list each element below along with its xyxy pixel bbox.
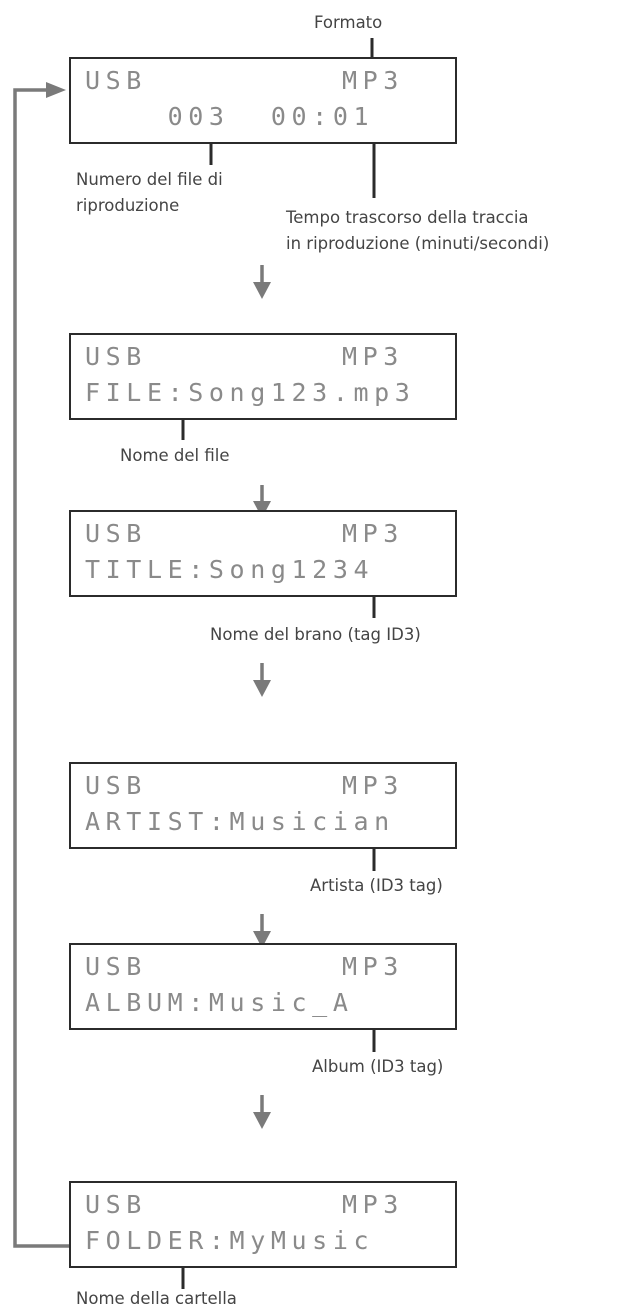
lcd-source: USB bbox=[85, 952, 147, 981]
artist-label: Artista (ID3 tag) bbox=[310, 876, 443, 895]
lcd-display-playback: USB MP3 003 00:01 bbox=[69, 57, 457, 144]
lcd-display-file: USB MP3 FILE:Song123.mp3 bbox=[69, 333, 457, 420]
file-name-label: Nome del file bbox=[120, 446, 230, 465]
lcd-display-artist: USB MP3 ARTIST:Musician bbox=[69, 762, 457, 849]
lcd-line2: FILE:Song123.mp3 bbox=[85, 378, 416, 407]
lcd-format: MP3 bbox=[342, 342, 404, 371]
album-label: Album (ID3 tag) bbox=[312, 1057, 444, 1076]
down-arrow-1 bbox=[253, 265, 271, 299]
lcd-source: USB bbox=[85, 519, 147, 548]
down-arrow-3 bbox=[253, 663, 271, 697]
lcd-display-folder: USB MP3 FOLDER:MyMusic bbox=[69, 1181, 457, 1268]
lcd-source: USB bbox=[85, 342, 147, 371]
lcd-line2: ALBUM:Music_A bbox=[85, 988, 354, 1017]
loop-back-arrowhead bbox=[46, 82, 66, 98]
file-number-label: Numero del file di bbox=[76, 170, 223, 189]
down-arrow-5 bbox=[253, 1095, 271, 1129]
down-arrow-2 bbox=[253, 485, 271, 518]
lcd-format: MP3 bbox=[342, 952, 404, 981]
lcd-display-title: USB MP3 TITLE:Song1234 bbox=[69, 510, 457, 597]
down-arrow-4 bbox=[253, 914, 271, 948]
lcd-line2: TITLE:Song1234 bbox=[85, 555, 375, 584]
lcd-format: MP3 bbox=[342, 1190, 404, 1219]
folder-label: Nome della cartella bbox=[76, 1289, 237, 1308]
lcd-source: USB bbox=[85, 771, 147, 800]
lcd-line2: 003 00:01 bbox=[85, 102, 375, 131]
lcd-format: MP3 bbox=[342, 771, 404, 800]
lcd-format: MP3 bbox=[342, 66, 404, 95]
song-name-label: Nome del brano (tag ID3) bbox=[210, 625, 421, 644]
elapsed-label-line2: in riproduzione (minuti/secondi) bbox=[286, 234, 550, 253]
lcd-line2: ARTIST:Musician bbox=[85, 807, 395, 836]
loop-back-line bbox=[13, 88, 69, 1248]
lcd-display-album: USB MP3 ALBUM:Music_A bbox=[69, 943, 457, 1030]
lcd-source: USB bbox=[85, 1190, 147, 1219]
lcd-format: MP3 bbox=[342, 519, 404, 548]
lcd-source: USB bbox=[85, 66, 147, 95]
elapsed-label: Tempo trascorso della traccia bbox=[286, 208, 529, 227]
file-number-label-line2: riproduzione bbox=[76, 196, 180, 215]
format-label: Formato bbox=[314, 13, 383, 32]
lcd-line2: FOLDER:MyMusic bbox=[85, 1226, 375, 1255]
